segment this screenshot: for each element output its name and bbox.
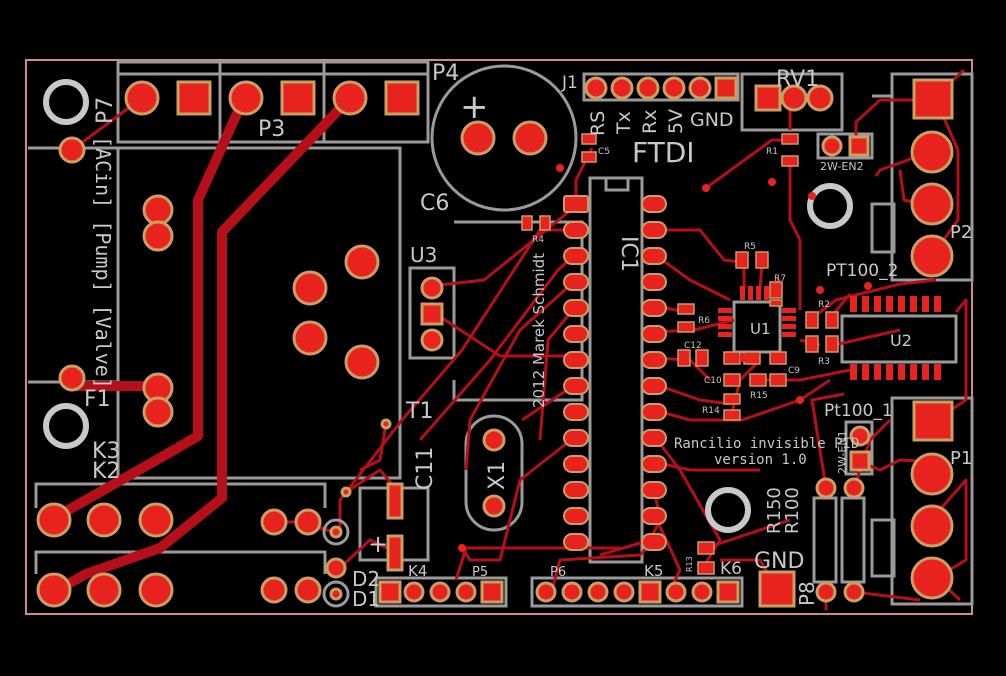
label-p6: P6 xyxy=(550,565,566,580)
label-pt100-2: PT100_2 xyxy=(826,261,898,281)
u1-pads xyxy=(718,286,796,362)
label-r2: R2 xyxy=(818,300,830,310)
label-ftdi-gnd: GND xyxy=(690,109,734,131)
label-d2: D2 xyxy=(352,567,380,591)
label-d1: D1 xyxy=(352,587,380,611)
label-acin-pump-valve: [ACin] [Pump] [Valve] xyxy=(91,136,115,389)
label-p5: P5 xyxy=(472,565,488,580)
label-board-version: version 1.0 xyxy=(714,452,807,468)
label-r7: R7 xyxy=(774,274,786,284)
label-r5: R5 xyxy=(744,242,756,252)
board-outline xyxy=(25,59,973,615)
label-p1: P1 xyxy=(950,448,972,469)
ic1-pins xyxy=(563,195,667,551)
label-u3: U3 xyxy=(410,243,437,267)
label-gnd: GND xyxy=(754,549,804,574)
label-u1: U1 xyxy=(750,320,771,338)
label-r1: R1 xyxy=(766,147,778,157)
label-c10: C10 xyxy=(704,376,722,386)
label-r6: R6 xyxy=(698,316,710,326)
label-ic1: IC1 xyxy=(616,236,641,272)
silk-labels: P7 P4 P3 J1 RV1 C6 + U3 IC1 T1 X1 C11 + … xyxy=(84,61,972,611)
label-r100: R100 xyxy=(782,487,803,534)
vias xyxy=(458,164,872,552)
label-x1: X1 xyxy=(485,461,510,490)
label-c5: C5 xyxy=(598,147,610,157)
label-k2: K2 xyxy=(92,459,120,484)
label-ftdi-tx: Tx xyxy=(613,111,635,135)
label-pt100-1: Pt100_1 xyxy=(824,401,893,421)
label-r14: R14 xyxy=(702,406,720,416)
label-rv1: RV1 xyxy=(776,67,819,92)
label-k5: K5 xyxy=(644,562,663,580)
c11-plus: + xyxy=(368,530,388,558)
label-k6: K6 xyxy=(720,559,742,579)
label-p4: P4 xyxy=(432,61,459,86)
c6-plus: + xyxy=(460,87,489,127)
label-ftdi-5v: 5V xyxy=(665,109,687,134)
label-u2: U2 xyxy=(890,331,912,350)
label-c9: C9 xyxy=(788,366,800,376)
label-r3: R3 xyxy=(818,357,830,367)
label-c12: C12 xyxy=(684,341,702,351)
label-p7: P7 xyxy=(93,97,118,124)
label-j1: J1 xyxy=(561,73,578,93)
label-c11: C11 xyxy=(413,447,438,490)
label-r150: R150 xyxy=(764,487,785,534)
label-author: 2012 Marek Schmidt xyxy=(530,253,548,408)
label-f1: F1 xyxy=(84,387,111,412)
label-2w-en1: 2W-EN1 xyxy=(836,430,849,474)
label-c6: C6 xyxy=(420,191,449,216)
label-k4: K4 xyxy=(408,562,427,580)
label-t1: T1 xyxy=(405,399,433,424)
label-2w-en2: 2W-EN2 xyxy=(820,160,864,173)
label-r13: R13 xyxy=(685,556,694,572)
label-ftdi-rs: RS xyxy=(587,111,609,136)
label-r15: R15 xyxy=(750,391,768,401)
pads xyxy=(36,76,954,608)
label-r4: R4 xyxy=(532,235,544,245)
u2-pads xyxy=(850,296,941,380)
label-k3: K3 xyxy=(92,439,120,464)
label-p8: P8 xyxy=(795,581,819,606)
label-p2: P2 xyxy=(950,222,972,243)
label-ftdi: FTDI xyxy=(632,136,695,169)
label-p3: P3 xyxy=(258,117,285,142)
label-ftdi-rx: Rx xyxy=(639,110,661,134)
label-board-title: Rancilio invisible PID xyxy=(674,436,859,452)
